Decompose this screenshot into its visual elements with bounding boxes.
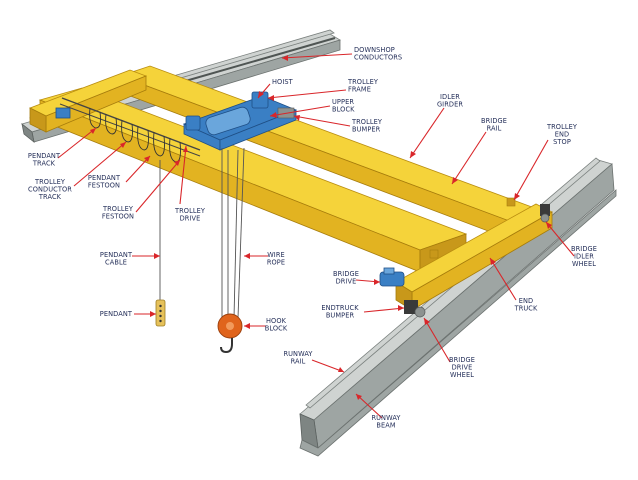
label-line: RUNWAY <box>371 414 401 422</box>
label-hoist: HOIST <box>272 78 294 86</box>
label-line: ROPE <box>267 259 285 267</box>
label-line: HOIST <box>272 78 294 86</box>
label-line: RAIL <box>291 358 306 366</box>
label-line: STOP <box>553 138 571 146</box>
label-line: DRIVE <box>452 364 473 372</box>
label-line: CONDUCTORS <box>354 54 402 62</box>
label-line: UPPER <box>332 98 354 106</box>
label-line: BUMPER <box>352 126 381 134</box>
label-line: DRIVE <box>180 215 201 223</box>
label-line: FRAME <box>348 86 371 94</box>
label-line: RAIL <box>487 125 502 133</box>
label-line: BLOCK <box>332 106 355 114</box>
downshop-conductors <box>174 37 336 85</box>
bridge-drive-motor <box>379 267 405 287</box>
label-line: TROLLEY <box>347 78 379 86</box>
label-line: TRUCK <box>514 305 538 313</box>
label-line: TROLLEY <box>351 118 383 126</box>
label-line: FESTOON <box>102 213 134 221</box>
label-line: CONDUCTOR <box>28 186 72 194</box>
label-line: TROLLEY <box>546 123 578 131</box>
label-line: TROLLEY <box>102 205 134 213</box>
label-line: BRIDGE <box>449 356 475 364</box>
trolley-end-stop <box>506 197 516 207</box>
hoist-drum <box>205 106 251 136</box>
endtruck-bumper <box>404 300 418 314</box>
bridge-drive-wheel <box>414 306 426 318</box>
bridge-idler-wheel <box>540 213 550 223</box>
label-line: BRIDGE <box>333 270 359 278</box>
label-line: PENDANT <box>88 174 121 182</box>
label-line: BRIDGE <box>571 245 597 253</box>
label-line: PENDANT <box>100 310 133 318</box>
pendant-control <box>155 299 166 327</box>
label-line: CABLE <box>105 259 127 267</box>
right-end-truck <box>395 203 553 318</box>
label-line: BLOCK <box>265 325 288 333</box>
label-line: DRIVE <box>336 278 357 286</box>
trolley-end-stop-front <box>429 249 439 259</box>
trolley <box>182 91 298 151</box>
label-line: PENDANT <box>28 152 61 160</box>
label-line: BEAM <box>376 422 396 430</box>
label-line: TROLLEY <box>174 207 206 215</box>
trolley-conductor-track <box>59 97 201 157</box>
label-line: END <box>555 131 569 139</box>
leader-lines <box>57 53 575 419</box>
pendant-assembly <box>155 160 166 327</box>
label-line: HOOK <box>266 317 287 325</box>
label-pendant: PENDANT <box>100 310 133 318</box>
label-line: BUMPER <box>326 312 355 320</box>
label-line: IDLER <box>574 253 594 261</box>
label-line: TRACK <box>38 193 62 201</box>
label-line: WHEEL <box>572 260 596 268</box>
trolley-drive-motor <box>185 115 201 131</box>
label-line: BRIDGE <box>481 117 507 125</box>
idler-bumper <box>540 204 550 216</box>
label-line: GIRDER <box>437 101 463 109</box>
label-line: WHEEL <box>450 371 474 379</box>
label-line: RUNWAY <box>283 350 313 358</box>
hook-block <box>217 313 243 354</box>
label-line: WIRE <box>267 251 285 259</box>
left-drive-motor <box>55 107 71 119</box>
label-line: FESTOON <box>88 182 120 190</box>
label-line: END <box>519 297 533 305</box>
label-line: TRACK <box>32 160 56 168</box>
left-end-truck <box>29 69 148 133</box>
label-line: DOWNSHOP <box>354 46 395 54</box>
wire-ropes <box>221 147 245 319</box>
label-line: ENDTRUCK <box>321 304 359 312</box>
label-line: PENDANT <box>100 251 133 259</box>
label-line: IDLER <box>440 93 460 101</box>
label-line: TROLLEY <box>34 178 66 186</box>
hook-icon <box>220 338 233 354</box>
